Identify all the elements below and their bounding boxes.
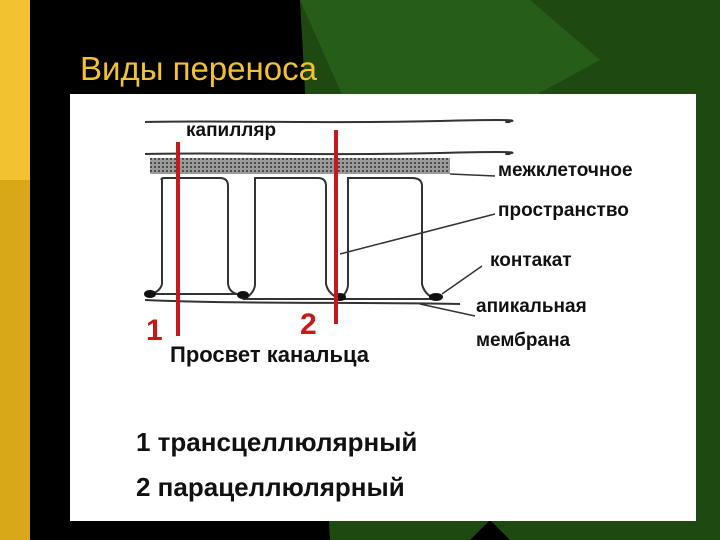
marker-2: 2: [300, 308, 317, 341]
label-capillary: капилляр: [186, 120, 277, 141]
kidney-tubule-diagram: [144, 119, 514, 336]
pointer-intercellular: [449, 173, 496, 177]
marker-1: 1: [146, 314, 163, 347]
pointer-apical: [419, 303, 476, 317]
capillary-bottom-line: [144, 151, 514, 156]
capillary-top-line: [144, 119, 514, 124]
epithelial-cell-3: [337, 177, 436, 300]
tight-junction-1: [144, 290, 156, 298]
label-apical-2: мембрана: [476, 330, 571, 351]
label-contact: контакат: [490, 250, 572, 271]
pointer-space: [339, 213, 496, 255]
label-apical-1: апикальная: [476, 296, 587, 317]
label-intercellular-1: межклеточное: [498, 160, 633, 181]
legend-line-1: 1 трансцеллюлярный: [136, 427, 418, 457]
label-lumen: Просвет канальца: [170, 342, 369, 367]
pointer-contact: [441, 265, 483, 295]
legend-line-2: 2 парацеллюлярный: [136, 472, 405, 502]
tight-junction-2: [237, 291, 249, 299]
label-intercellular-2: пространство: [498, 200, 629, 221]
slide-title: Виды переноса: [80, 50, 317, 87]
diagram-panel: 1 2 капилляр межклеточное пространство к…: [70, 94, 696, 521]
tight-junction-4: [429, 293, 443, 301]
epithelial-cell-1: [149, 177, 246, 296]
epithelial-cell-2: [241, 177, 341, 300]
